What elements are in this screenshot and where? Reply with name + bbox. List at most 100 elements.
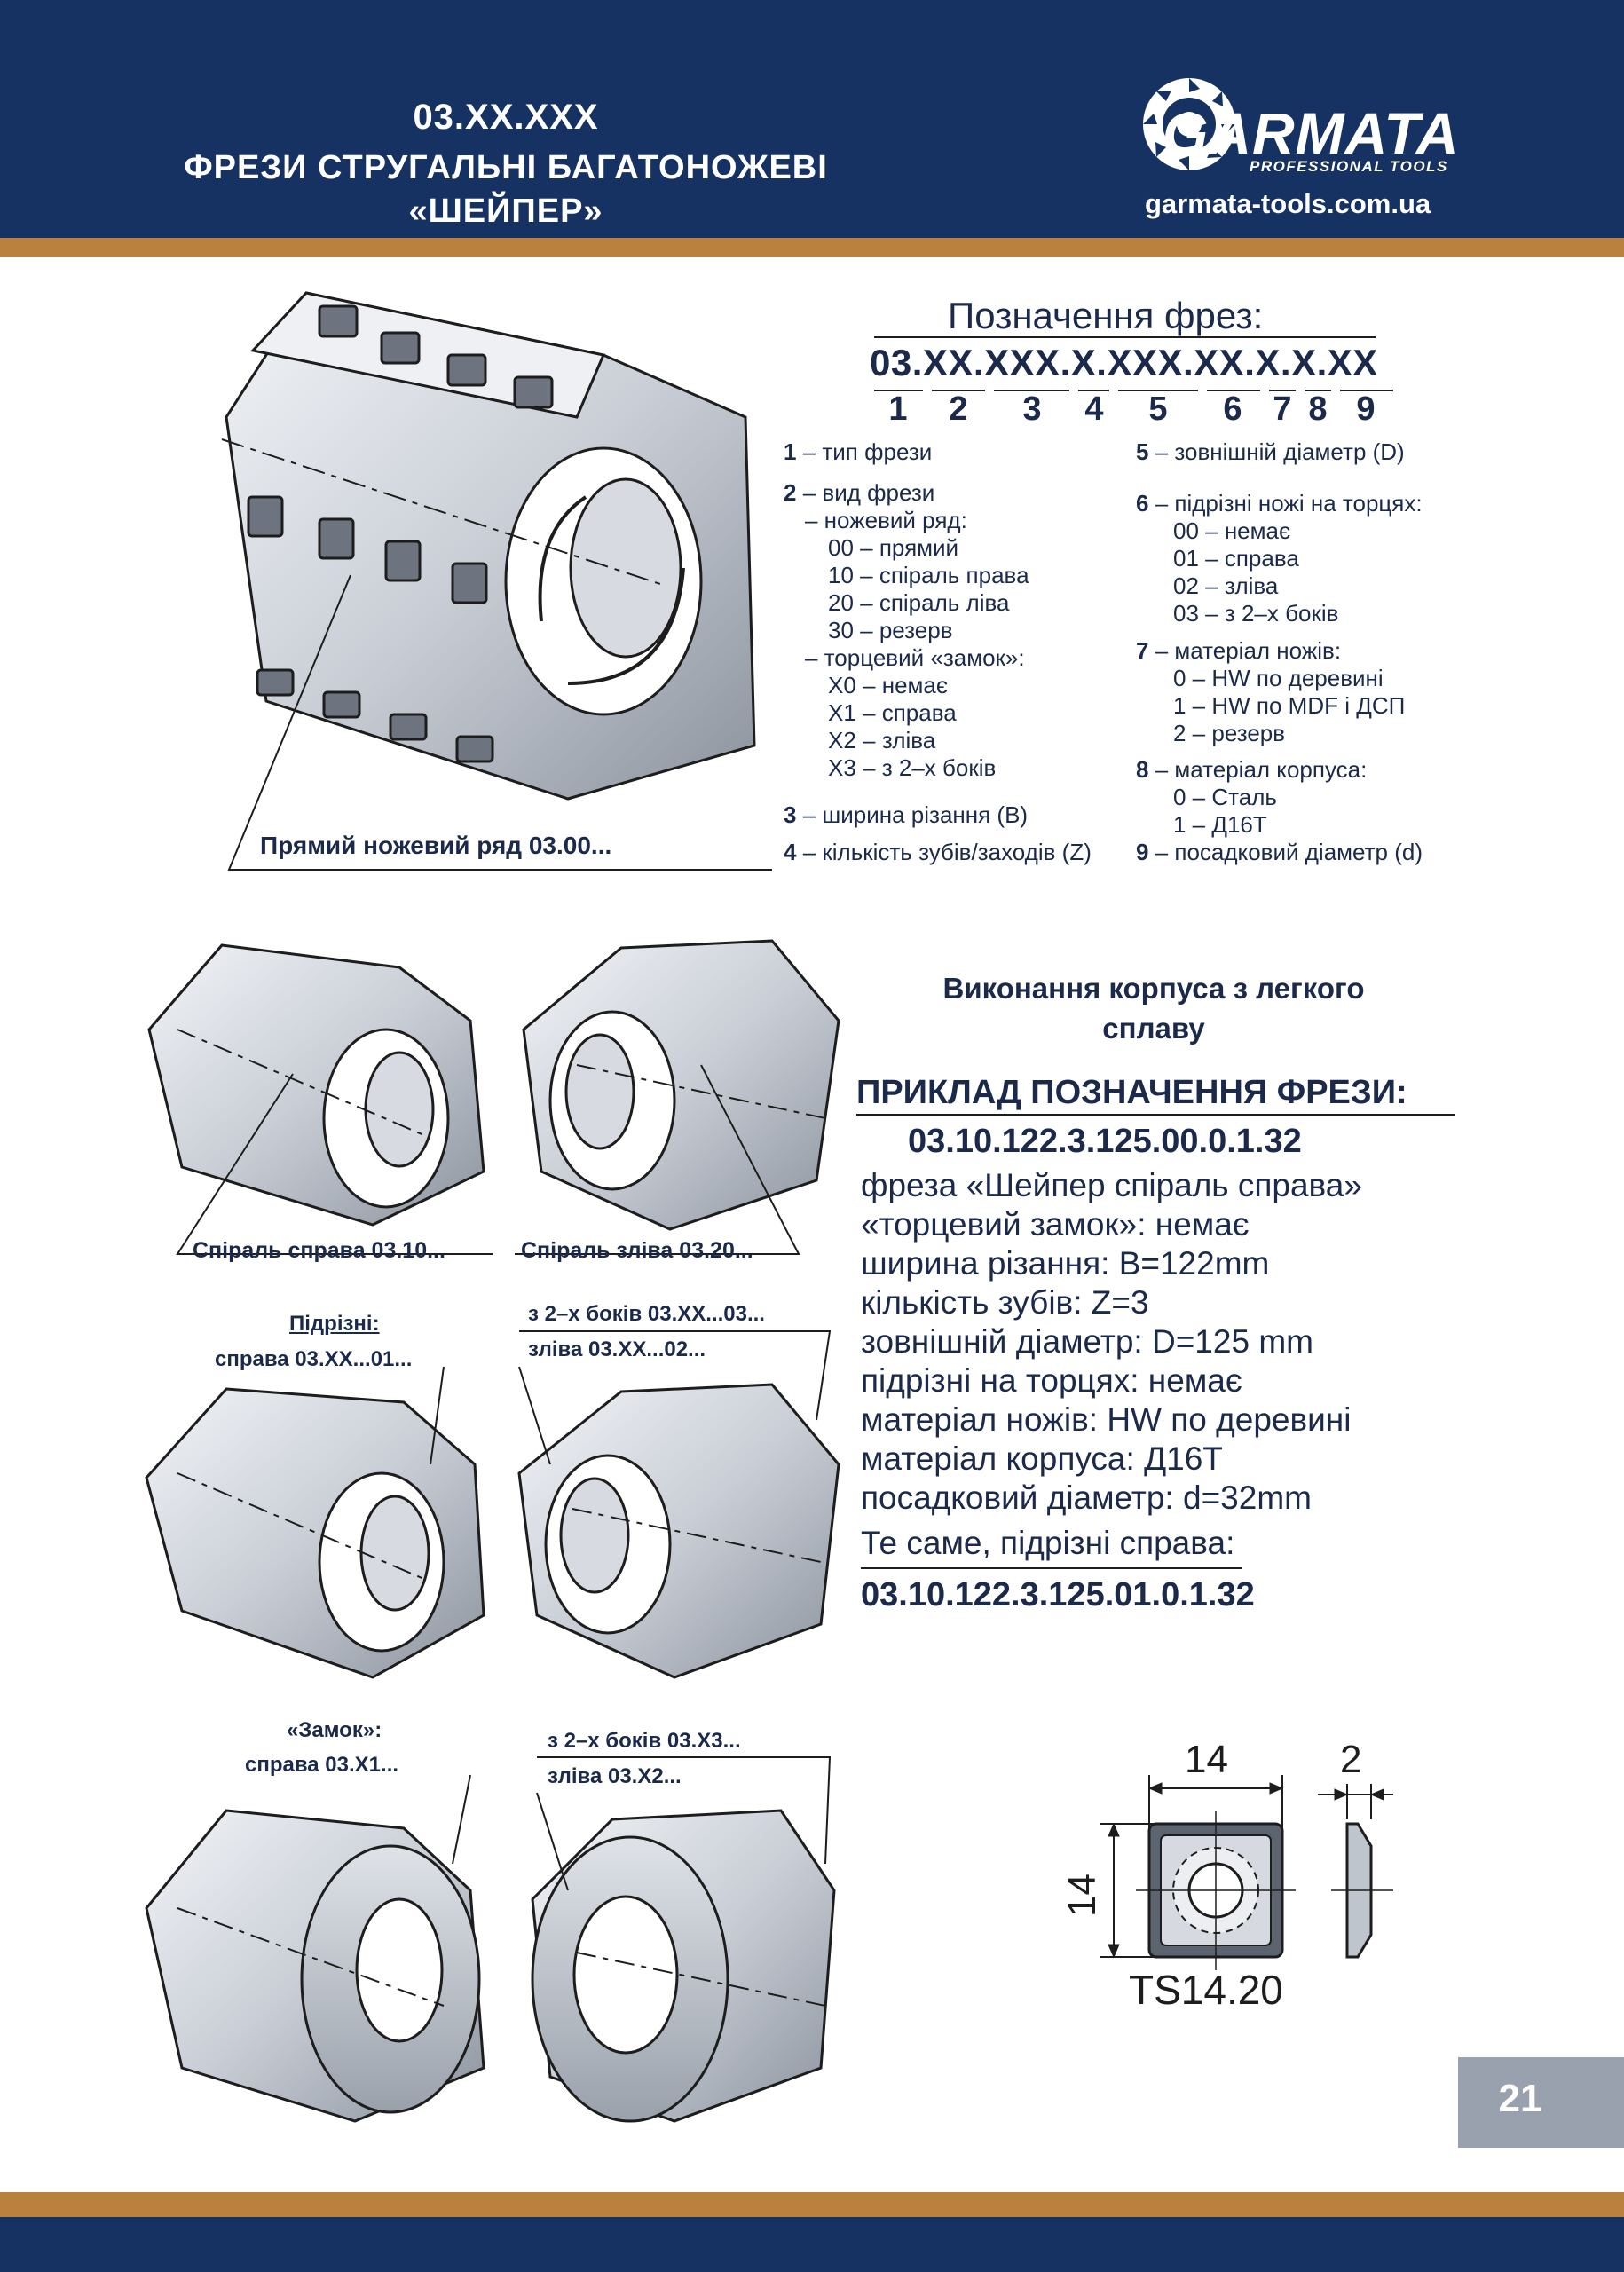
legend-text: 30 – резерв xyxy=(828,617,953,643)
legend-text: – посадковий діаметр (d) xyxy=(1148,839,1423,865)
same-variant-label: Те саме, підрізні справа: xyxy=(861,1525,1235,1561)
legend-text: – вид фрези xyxy=(796,479,935,506)
legend-num: 6 xyxy=(1136,490,1149,517)
spiral-left-drawing xyxy=(522,939,840,1231)
legend-text: 20 – спіраль ліва xyxy=(828,589,1010,616)
legend-text: 0 – HW по деревині xyxy=(1173,665,1384,691)
leader-line xyxy=(452,1774,471,1865)
legend-text: X3 – з 2–х боків xyxy=(828,754,997,781)
legend-text: 2 – резерв xyxy=(1173,720,1286,746)
example-line: матеріал ножів: HW по деревині xyxy=(861,1401,1352,1438)
insert-width-label: 14 xyxy=(1185,1738,1228,1781)
example-line: посадковий діаметр: d=32mm xyxy=(861,1479,1312,1516)
caption-spiral-left: Спіраль зліва 03.20... xyxy=(521,1238,753,1263)
legend-text: – матеріал корпуса: xyxy=(1148,756,1368,783)
footer-band xyxy=(0,2217,1624,2272)
legend-num: 1 xyxy=(784,438,797,465)
digit-label: 9 xyxy=(1356,390,1376,428)
legend-text: 02 – зліва xyxy=(1173,572,1279,599)
leader-line xyxy=(519,1330,832,1421)
legend-text: 00 – прямий xyxy=(828,534,959,561)
designation-code: 03.XX.XXX.X.XXX.XX.X.X.XX xyxy=(870,342,1378,383)
caption-left-02: зліва 03.XX...02... xyxy=(528,1337,706,1361)
leader-line xyxy=(176,1073,493,1255)
spiral-right-drawing xyxy=(147,943,485,1227)
legend-text: 03 – з 2–х боків xyxy=(1173,600,1339,627)
caption-both-sides: з 2–х боків 03.XX...03... xyxy=(528,1302,765,1326)
insert-thickness-label: 2 xyxy=(1340,1738,1362,1781)
legend-text: 1 – HW по MDF і ДСП xyxy=(1173,692,1406,719)
logo-name: GARMATA xyxy=(1163,100,1460,166)
example-line: матеріал корпуса: Д16Т xyxy=(861,1440,1223,1477)
legend-text: 00 – немає xyxy=(1173,517,1291,544)
example-line: підрізні на торцях: немає xyxy=(861,1362,1242,1399)
digit-label: 8 xyxy=(1308,390,1328,428)
caption-lock-both: з 2–х боків 03.X3... xyxy=(548,1729,741,1753)
legend-num: 7 xyxy=(1136,637,1149,664)
caption-lock-label: «Замок»: xyxy=(287,1718,382,1742)
website-link[interactable]: garmata-tools.com.ua xyxy=(1145,188,1431,219)
legend-num: 8 xyxy=(1136,756,1149,783)
digit-label: 4 xyxy=(1084,390,1104,428)
leader-line xyxy=(536,1792,569,1891)
legend-text: X0 – немає xyxy=(828,672,949,698)
legend-text: 01 – справа xyxy=(1173,545,1299,572)
caption-spiral-right: Спіраль справа 03.10... xyxy=(193,1238,445,1263)
caption-cutters-label: Підрізні: xyxy=(289,1312,380,1336)
cutters-both-drawing xyxy=(517,1383,840,1679)
legend-text: – торцевий «замок»: xyxy=(805,644,1025,671)
example-line: «торцевий замок»: немає xyxy=(861,1206,1250,1242)
example-code: 03.10.122.3.125.00.0.1.32 xyxy=(908,1123,1302,1160)
digit-label: 3 xyxy=(1022,390,1042,428)
caption-cutters-right: справа 03.XX...01... xyxy=(215,1347,413,1371)
footer-accent-stripe xyxy=(0,2192,1624,2217)
designation-heading: Позначення фрез: xyxy=(948,295,1264,336)
cutters-right-drawing xyxy=(145,1387,485,1679)
lock-both-drawing xyxy=(531,1809,836,2123)
same-variant-code: 03.10.122.3.125.01.0.1.32 xyxy=(861,1576,1255,1613)
leader-line xyxy=(430,1366,445,1465)
lock-right-drawing xyxy=(145,1809,485,2123)
legend-num: 4 xyxy=(784,839,797,865)
caption-lock-right: справа 03.X1... xyxy=(245,1753,399,1777)
legend-text: 0 – Сталь xyxy=(1173,784,1277,810)
digit-label: 5 xyxy=(1148,390,1168,428)
legend-text: – кількість зубів/заходів (Z) xyxy=(796,839,1092,865)
digit-label: 7 xyxy=(1273,390,1292,428)
digit-label: 2 xyxy=(949,390,968,428)
legend-num: 9 xyxy=(1136,839,1149,865)
legend-text: – матеріал ножів: xyxy=(1148,637,1342,664)
leader-line xyxy=(537,1756,832,1865)
legend-num: 5 xyxy=(1136,438,1149,465)
insert-drawing xyxy=(1100,1775,1393,1970)
product-code-title: 03.XX.XXX xyxy=(413,98,599,137)
legend-text: – ножевий ряд: xyxy=(805,507,967,533)
legend-num: 3 xyxy=(784,801,797,828)
caption-lock-left: зліва 03.X2... xyxy=(548,1764,682,1788)
caption-straight-row: Прямий ножевий ряд 03.00... xyxy=(260,832,612,859)
logo-tagline: PROFESSIONAL TOOLS xyxy=(1250,158,1448,175)
legend-num: 2 xyxy=(784,479,797,506)
legend-text: 10 – спіраль права xyxy=(828,562,1029,588)
legend-text: – ширина різання (B) xyxy=(796,801,1029,828)
product-title-line1: ФРЕЗИ СТРУГАЛЬНІ БАГАТОНОЖЕВІ xyxy=(184,149,828,186)
digit-label: 1 xyxy=(888,390,908,428)
header-band xyxy=(0,0,1624,238)
alloy-note-line1: Виконання корпуса з легкого xyxy=(942,972,1365,1005)
leader-line xyxy=(515,1064,800,1255)
digit-label: 6 xyxy=(1223,390,1242,428)
legend-text: X1 – справа xyxy=(828,699,957,726)
page-number-box xyxy=(1458,2057,1624,2148)
example-line: зовнішній діаметр: D=125 mm xyxy=(861,1323,1313,1360)
legend-text: – підрізні ножі на торцях: xyxy=(1148,490,1423,517)
legend-text: X2 – зліва xyxy=(828,727,936,753)
leader-line xyxy=(227,574,772,871)
insert-name-label: TS14.20 xyxy=(1129,1967,1283,2013)
legend-text: 1 – Д16Т xyxy=(1173,811,1267,838)
example-line: фреза «Шейпер спіраль справа» xyxy=(861,1167,1362,1203)
header-accent-stripe xyxy=(0,238,1624,257)
straight-cutter-drawing xyxy=(221,291,756,801)
alloy-note-line2: сплаву xyxy=(1102,1012,1205,1045)
example-line: кількість зубів: Z=3 xyxy=(861,1284,1149,1321)
